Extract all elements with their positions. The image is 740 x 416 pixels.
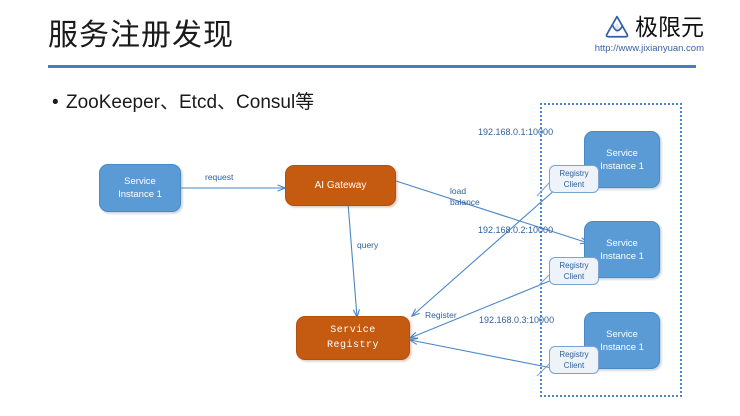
logo-url[interactable]: http://www.jixianyuan.com bbox=[594, 43, 704, 54]
connector-register-3 bbox=[410, 340, 553, 369]
node-service-instance-2-line2: Instance 1 bbox=[600, 250, 644, 262]
registry-client-2[interactable]: Registry Client bbox=[549, 257, 599, 285]
edge-label-load-balance-line2: balance bbox=[450, 197, 480, 207]
node-ai-gateway[interactable]: AI Gateway bbox=[285, 165, 396, 206]
registry-client-3[interactable]: Registry Client bbox=[549, 346, 599, 374]
edge-label-request: request bbox=[205, 172, 234, 182]
edge-label-load-balance-line1: load bbox=[450, 186, 467, 196]
node-service-instance-3-line2: Instance 1 bbox=[600, 341, 644, 353]
registry-client-3-line1: Registry bbox=[559, 350, 589, 359]
connector-register-1 bbox=[412, 187, 558, 316]
logo-row: 极限元 bbox=[524, 14, 704, 40]
edge-label-query: query bbox=[357, 240, 379, 250]
address-label-instance-3: 192.168.0.3:10000 bbox=[479, 315, 555, 325]
node-service-instance-1-line1: Service bbox=[606, 147, 638, 159]
bullet-list-item: • ZooKeeper、Etcd、Consul等 bbox=[52, 90, 314, 116]
address-label-instance-2: 192.168.0.2:10000 bbox=[478, 225, 554, 235]
bullet-item-label: ZooKeeper、Etcd、Consul等 bbox=[66, 92, 315, 113]
node-client-service-instance[interactable]: Service Instance 1 bbox=[99, 164, 181, 212]
node-service-registry[interactable]: Service Registry bbox=[296, 316, 410, 360]
registry-client-1-line1: Registry bbox=[559, 169, 589, 178]
node-service-registry-line2: Registry bbox=[326, 340, 379, 351]
brand-logo: 极限元 http://www.jixianyuan.com bbox=[524, 14, 704, 55]
registry-client-1[interactable]: Registry Client bbox=[549, 165, 599, 193]
node-service-instance-1-line2: Instance 1 bbox=[600, 160, 644, 172]
page-title: 服务注册发现 bbox=[48, 19, 234, 52]
address-label-instance-1: 192.168.0.1:10000 bbox=[478, 127, 554, 137]
registry-client-3-line2: Client bbox=[563, 361, 585, 370]
node-ai-gateway-label: AI Gateway bbox=[314, 179, 367, 191]
registry-client-2-line2: Client bbox=[563, 272, 585, 281]
edge-label-register: Register bbox=[425, 310, 457, 320]
node-service-registry-line1: Service bbox=[330, 325, 376, 336]
triangle-droplet-logo-icon bbox=[605, 15, 629, 38]
title-underline-rule bbox=[48, 65, 696, 68]
registry-client-1-line2: Client bbox=[563, 180, 585, 189]
registry-client-2-line1: Registry bbox=[559, 261, 589, 270]
node-client-line2: Instance 1 bbox=[118, 189, 162, 200]
logo-wordmark: 极限元 bbox=[635, 14, 704, 40]
node-service-instance-2-line1: Service bbox=[606, 237, 638, 249]
node-client-line1: Service bbox=[124, 176, 156, 187]
edge-label-load-balance: load balance bbox=[450, 186, 480, 208]
node-service-instance-3-line1: Service bbox=[606, 328, 638, 340]
bullet-marker-icon: • bbox=[52, 92, 59, 113]
connector-register-2 bbox=[410, 279, 553, 338]
connector-query bbox=[347, 202, 357, 317]
